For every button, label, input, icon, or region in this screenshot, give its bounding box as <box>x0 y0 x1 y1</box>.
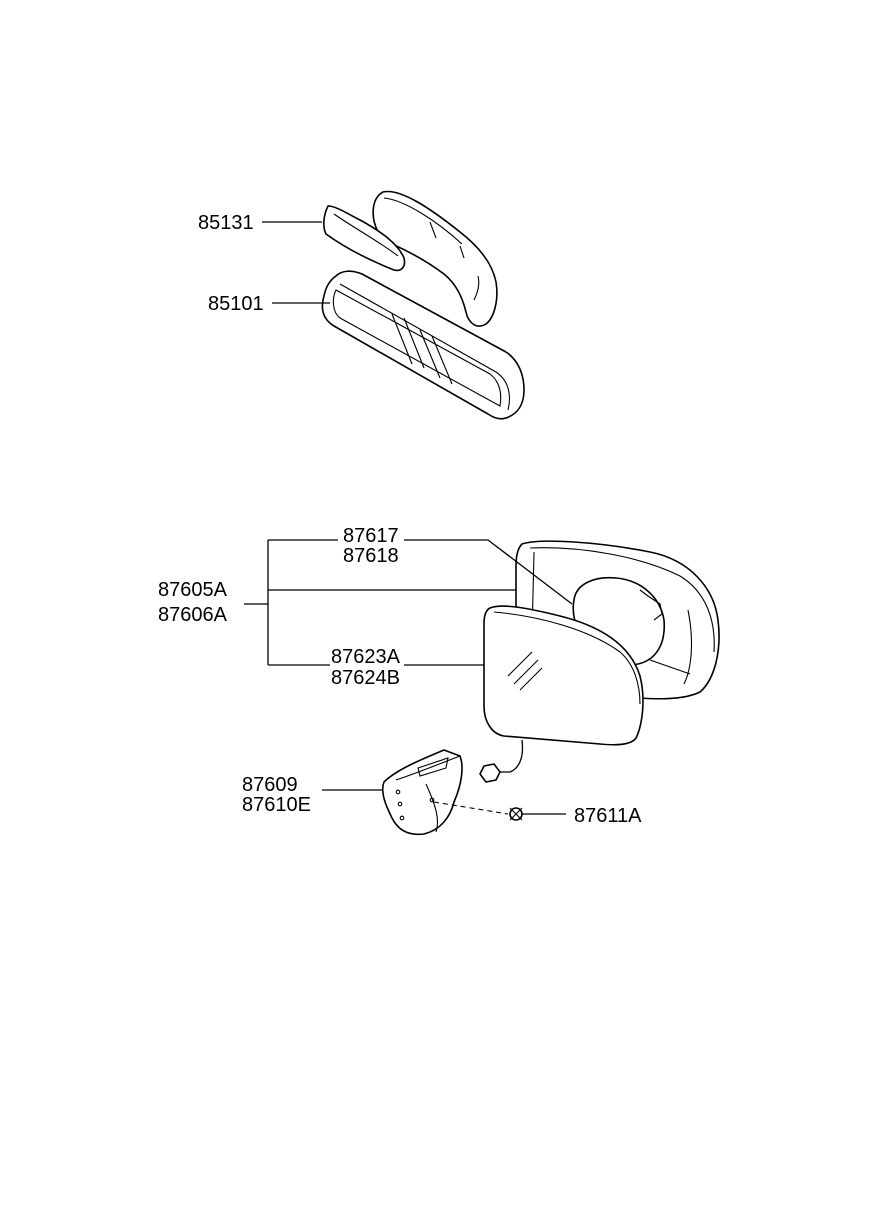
mirror-cover-85131 <box>323 190 498 327</box>
inside-mirror-85101 <box>321 270 525 420</box>
label-87618: 87618 <box>343 545 399 567</box>
part-labels: 85131 85101 87617 87618 87605A 87606A 87… <box>158 212 642 827</box>
mirror-glass-87623A <box>479 605 644 783</box>
label-87611A: 87611A <box>574 805 642 827</box>
label-87623A: 87623A <box>331 646 401 668</box>
leader-lines <box>244 221 573 815</box>
bolt-87611A <box>509 807 523 821</box>
label-87610E: 87610E <box>242 794 311 816</box>
label-87605A: 87605A <box>158 579 228 601</box>
label-85101: 85101 <box>208 293 264 315</box>
label-85131: 85131 <box>198 212 254 234</box>
label-87606A: 87606A <box>158 604 228 626</box>
mirror-bracket-87609 <box>381 749 509 836</box>
label-87617: 87617 <box>343 525 399 547</box>
label-87624B: 87624B <box>331 667 400 689</box>
label-87609: 87609 <box>242 774 298 796</box>
